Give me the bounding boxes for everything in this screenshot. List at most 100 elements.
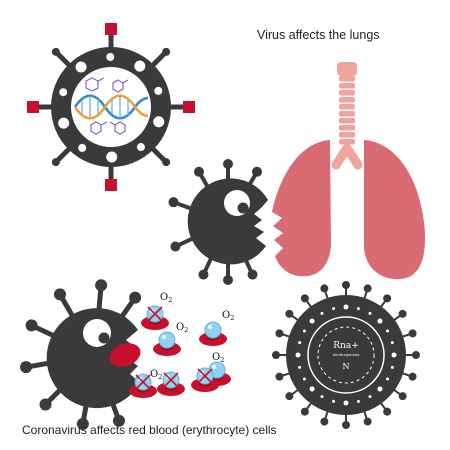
surface-dot <box>343 304 349 310</box>
blood-cell-icon <box>157 371 185 396</box>
surface-dot <box>78 143 87 152</box>
spike-knob <box>398 309 407 318</box>
cross-mark-icon <box>147 306 163 322</box>
surface-dot <box>356 399 360 403</box>
surface-dot <box>332 399 336 403</box>
surface-dot <box>153 116 165 128</box>
spike-knob <box>320 284 329 293</box>
virus-pupil <box>98 332 110 344</box>
spike-knob <box>383 407 392 416</box>
spike-knob <box>342 281 350 289</box>
spike-knob <box>51 47 60 56</box>
spike-knob <box>363 284 372 293</box>
virus-pacman-lungs <box>168 159 268 285</box>
molecule-icon <box>85 77 129 135</box>
spike-knob <box>300 407 309 416</box>
surface-dot <box>298 341 302 345</box>
dna-icon <box>73 94 149 120</box>
virus-rna-label: Rna+ <box>333 341 358 351</box>
surface-dot <box>154 86 163 95</box>
trachea-ring <box>339 125 355 131</box>
surface-dot <box>356 307 360 311</box>
trachea-ring <box>339 90 355 96</box>
virus-dna-group <box>27 23 195 191</box>
spike-knob <box>408 372 417 381</box>
spike-knob <box>51 158 60 167</box>
spike-knob <box>285 309 294 318</box>
cross-mark-icon <box>197 368 213 384</box>
oxygen-label: O2 <box>160 292 172 304</box>
spike-tip <box>105 23 117 35</box>
spike-knob <box>412 351 420 359</box>
surface-dot <box>391 352 397 358</box>
surface-dot <box>106 53 115 62</box>
surface-dot <box>58 117 70 129</box>
surface-dot <box>75 61 87 73</box>
spike-knob <box>198 269 209 280</box>
surface-dot <box>320 395 324 399</box>
trachea-ring <box>339 139 355 145</box>
trachea-ring <box>339 104 355 110</box>
surface-dot <box>343 400 349 406</box>
lungs-icon <box>272 62 425 280</box>
oxygen-label: O2 <box>176 322 188 334</box>
spike-knob <box>76 417 89 430</box>
spike-knob <box>300 294 309 303</box>
spike-knob <box>129 291 142 304</box>
virus-body <box>187 178 268 265</box>
spike-knob <box>408 329 417 338</box>
spike-knob <box>223 159 233 169</box>
surface-dot <box>386 377 390 381</box>
virus-capsid <box>317 326 375 384</box>
spike-knob <box>194 166 204 177</box>
surface-dot <box>309 318 315 324</box>
spike-knob <box>168 197 179 208</box>
surface-dot <box>332 307 336 311</box>
spike-knob <box>275 329 284 338</box>
blood-cell-icon: O2 <box>141 292 172 330</box>
larynx <box>337 62 357 76</box>
spike-knob <box>223 275 233 285</box>
left-lung <box>272 140 331 277</box>
right-lung <box>364 140 425 280</box>
virus-envelope <box>307 316 385 394</box>
surface-dot <box>59 88 68 97</box>
virus-body <box>286 295 406 415</box>
spike-knob <box>20 361 33 374</box>
spike-tip <box>183 101 195 113</box>
virus-pupil <box>237 202 249 214</box>
virus-detailed: Rna+ strutturgenesis N <box>272 281 420 429</box>
spike-knob <box>112 414 125 427</box>
bubble-highlight <box>211 364 217 370</box>
virus-n-label: N <box>343 362 350 371</box>
surface-dot <box>309 386 315 392</box>
virus-subtitle-label: strutturgenesis <box>333 353 360 357</box>
surface-dot <box>368 311 372 315</box>
surface-dot <box>377 318 383 324</box>
blood-cell-icon <box>109 343 141 367</box>
virus-surface-dots <box>295 304 397 406</box>
surface-dot <box>136 143 145 152</box>
surface-dot <box>134 60 146 72</box>
blood-cell-icon: O2 <box>129 369 162 398</box>
spike-tip <box>27 101 39 113</box>
surface-dot <box>320 311 324 315</box>
spike-knob <box>285 392 294 401</box>
blood-cell-icon: O2 <box>153 322 188 356</box>
spike-knob <box>275 372 284 381</box>
trachea-ring <box>339 118 355 124</box>
trachea-ring <box>339 97 355 103</box>
surface-dot <box>386 329 390 333</box>
trachea-ring <box>339 83 355 89</box>
surface-dot <box>302 329 306 333</box>
cross-mark-icon <box>135 374 151 390</box>
surface-dot <box>298 365 302 369</box>
spike-knob <box>383 294 392 303</box>
oxygen-label: O2 <box>212 352 224 364</box>
trachea <box>339 76 355 145</box>
red-spike-tips <box>27 23 195 191</box>
surface-dot <box>295 352 301 358</box>
blood-cell-icon <box>191 367 219 392</box>
bronchi <box>331 143 363 170</box>
